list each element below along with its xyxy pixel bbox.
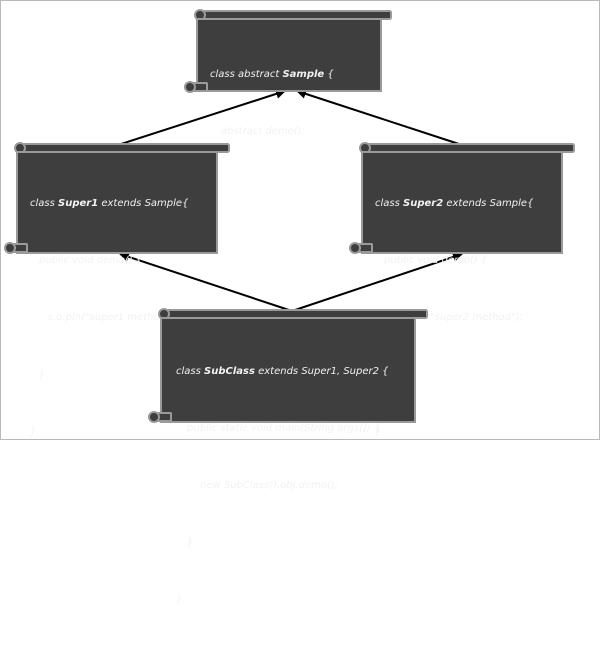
code-line: } xyxy=(30,426,37,437)
node-super2: class Super2 extends Sample{ public void… xyxy=(349,142,577,437)
arrow-subclass-to-super2 xyxy=(291,252,463,312)
code-line: class abstract Sample { xyxy=(210,69,334,80)
scroll-bottom-curl xyxy=(4,242,16,254)
code-line: s.o.pln("super1 method"); xyxy=(48,312,178,323)
node-super1: class Super1 extends Sample{ public void… xyxy=(4,142,232,437)
code-line: s.o.pln("super2 method"); xyxy=(393,312,523,323)
code-line: new SubClass().obj.demo(); xyxy=(200,480,339,491)
scroll-bottom-curl xyxy=(184,81,196,93)
arrow-super1-to-sample xyxy=(117,89,286,146)
code-line: } xyxy=(375,426,382,437)
code-line: class Super2 extends Sample{ xyxy=(375,198,534,209)
code-super1: class Super1 extends Sample{ public void… xyxy=(30,156,188,479)
scroll-body xyxy=(160,317,416,423)
code-super2: class Super2 extends Sample{ public void… xyxy=(375,156,533,479)
code-line: } xyxy=(176,594,183,605)
node-sample: class abstract Sample { abstract demo();… xyxy=(184,9,394,194)
scroll-bottom-curl xyxy=(349,242,361,254)
node-subclass: class SubClass extends Super1, Super2 { … xyxy=(148,308,430,605)
code-line: } xyxy=(187,537,194,548)
scroll-body xyxy=(196,18,382,92)
scroll-body xyxy=(16,151,218,254)
code-line: class Super1 extends Sample{ xyxy=(30,198,189,209)
scroll-bottom-curl xyxy=(148,411,160,423)
scroll-body xyxy=(361,151,563,254)
code-line: public void demo() { xyxy=(384,255,488,266)
code-line: public static void main(String args[]) { xyxy=(187,423,381,434)
code-subclass: class SubClass extends Super1, Super2 { … xyxy=(176,324,389,647)
arrow-subclass-to-super1 xyxy=(119,252,293,312)
code-line: abstract demo(); xyxy=(221,126,305,137)
arrow-super2-to-sample xyxy=(296,89,463,146)
code-line: public void demo() { xyxy=(39,255,143,266)
inheritance-arrows xyxy=(117,89,463,312)
code-line: class SubClass extends Super1, Super2 { xyxy=(176,366,389,377)
code-line: } xyxy=(39,369,46,380)
